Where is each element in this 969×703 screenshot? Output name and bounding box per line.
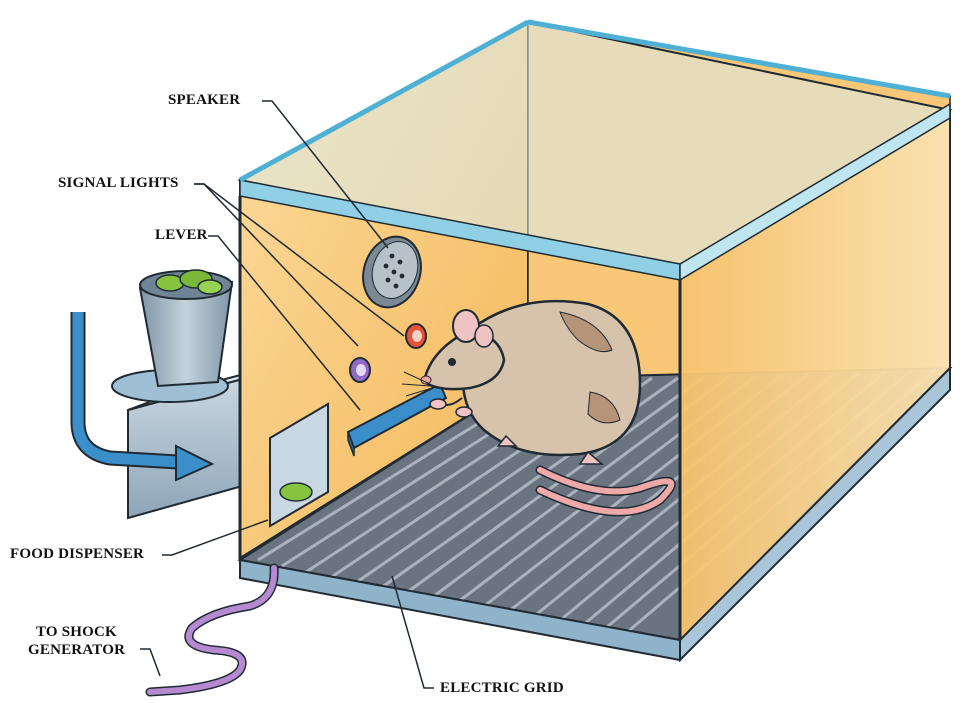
wire-icon: [150, 568, 274, 692]
label-lever: LEVER: [155, 227, 208, 244]
food-cup-icon: [140, 270, 232, 386]
label-to-shock-line1: TO SHOCK: [36, 624, 117, 641]
label-speaker: SPEAKER: [168, 92, 240, 109]
label-electric-grid: ELECTRIC GRID: [440, 680, 564, 697]
label-signal-lights: SIGNAL LIGHTS: [58, 175, 179, 192]
label-to-shock-line2: GENERATOR: [28, 642, 125, 659]
label-food-dispenser: FOOD DISPENSER: [10, 546, 144, 563]
